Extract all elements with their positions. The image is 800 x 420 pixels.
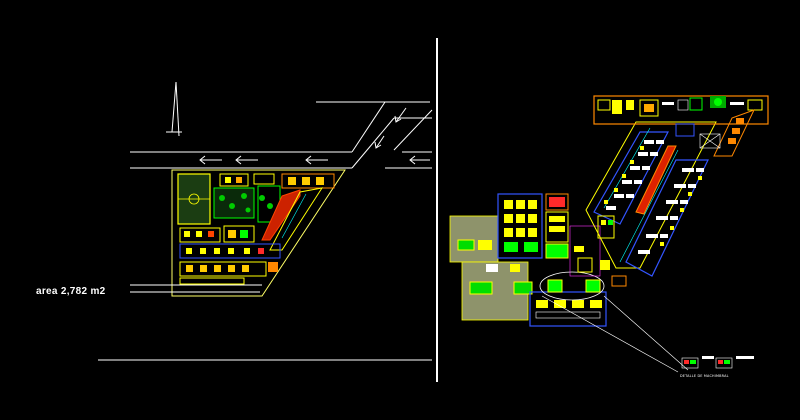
site-plan-building <box>177 173 335 285</box>
detail-leader-line <box>603 295 689 371</box>
patio-area <box>449 215 499 263</box>
detail-callout-ellipse <box>539 271 605 301</box>
lot-boundary <box>171 169 346 297</box>
north-arrow-icon <box>166 81 182 137</box>
area-label: area 2,782 m2 <box>36 286 106 297</box>
detail-legend-graphic <box>681 356 754 369</box>
site-plan <box>98 81 433 361</box>
diagonal-wing-outline <box>585 121 717 269</box>
red-wing <box>261 189 301 241</box>
red-corridor <box>635 145 677 215</box>
garden-area <box>213 187 255 219</box>
detail-label: DETALLE DE MACHIMBRAL <box>680 374 729 378</box>
traffic-arrow-icons <box>199 107 430 165</box>
floor-plan <box>449 95 769 373</box>
street-lines <box>98 101 433 361</box>
